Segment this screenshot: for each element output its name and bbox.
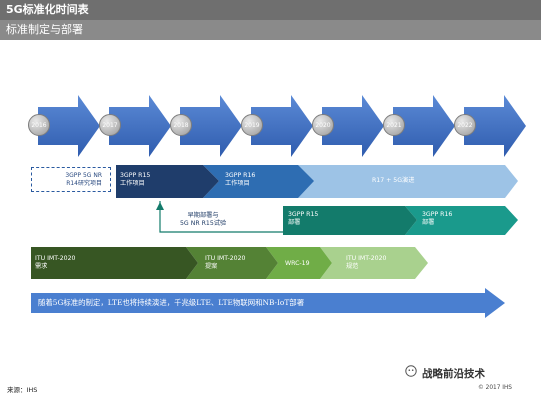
itu-proposal-bar <box>186 247 278 279</box>
bottom-note: 随着5G标准的制定，LTE也将持续演进，千兆级LTE、LTE物联网和NB-IoT… <box>38 298 305 307</box>
r16-work-line2: 工作项目 <box>225 180 250 187</box>
r17-label: R17 + 5G演进 <box>372 177 415 184</box>
source-note: 来源：IHS <box>7 386 38 394</box>
year-arrow-2019 <box>251 95 313 157</box>
page-title: 5G标准化时间表 <box>0 0 541 20</box>
itu-proposal-label: ITU IMT-2020 提案 <box>205 255 245 271</box>
itu-proposal-line1: ITU IMT-2020 <box>205 255 246 262</box>
itu-req-bar <box>31 247 198 279</box>
copyright: © 2017 IHS <box>478 385 512 391</box>
wrc-label: WRC-19 <box>285 260 310 267</box>
r15-deploy-line2: 部署 <box>288 219 301 226</box>
year-circle-2022: 2022 <box>454 114 476 136</box>
itu-spec-bar <box>320 247 428 279</box>
year-arrow-2021 <box>393 95 455 157</box>
r16-work-line1: 3GPP R16 <box>225 172 256 179</box>
r15-work-line1: 3GPP R15 <box>120 172 151 179</box>
year-circle-2019: 2019 <box>241 114 263 136</box>
year-arrow-2017 <box>109 95 171 157</box>
year-circle-2016: 2016 <box>28 114 50 136</box>
itu-spec-line1: ITU IMT-2020 <box>346 255 387 262</box>
bottom-arrow <box>31 288 505 318</box>
r15-deploy-bar <box>283 206 417 235</box>
r14-study-line2: R14研究项目 <box>66 180 102 187</box>
r14-study-line1: 3GPP 5G NR <box>65 172 102 179</box>
year-arrow-2016 <box>38 95 100 157</box>
wrc-bar <box>266 247 332 279</box>
year-arrow-2020 <box>322 95 384 157</box>
year-arrows <box>38 95 526 157</box>
wechat-icon <box>405 365 417 377</box>
r16-work-label: 3GPP R16 工作项目 <box>225 172 255 188</box>
r16-deploy-label: 3GPP R16 部署 <box>422 211 452 227</box>
year-circle-2017: 2017 <box>99 114 121 136</box>
r15-work-bar <box>116 165 219 198</box>
itu-req-line2: 需求 <box>35 263 48 270</box>
year-arrow-2018 <box>180 95 242 157</box>
itu-req-label: ITU IMT-2020 需求 <box>35 255 75 271</box>
year-arrow-2022 <box>464 95 526 157</box>
timeline-shapes <box>31 165 518 318</box>
year-circle-2020: 2020 <box>312 114 334 136</box>
r15-deploy-label: 3GPP R15 部署 <box>288 211 318 227</box>
r16-deploy-line2: 部署 <box>422 219 435 226</box>
itu-spec-line2: 规范 <box>346 263 359 270</box>
itu-proposal-line2: 提案 <box>205 263 218 270</box>
r14-study-box: 3GPP 5G NR R14研究项目 <box>31 167 111 192</box>
connector-arrowhead <box>156 202 164 210</box>
r15-deploy-line1: 3GPP R15 <box>288 211 319 218</box>
early-deploy-line2: 5G NR R15试验 <box>180 220 227 227</box>
r17-bar <box>290 165 518 198</box>
year-circle-2021: 2021 <box>383 114 405 136</box>
page-subtitle: 标准制定与部署 <box>0 20 541 40</box>
year-circle-2018: 2018 <box>170 114 192 136</box>
itu-req-line1: ITU IMT-2020 <box>35 255 76 262</box>
early-deploy-label: 早期部署与 5G NR R15试验 <box>180 212 226 228</box>
r15-work-label: 3GPP R15 工作项目 <box>120 172 150 188</box>
r16-deploy-line1: 3GPP R16 <box>422 211 453 218</box>
early-deploy-line1: 早期部署与 <box>187 212 219 219</box>
itu-spec-label: ITU IMT-2020 规范 <box>346 255 386 271</box>
r16-work-bar <box>203 165 314 198</box>
watermark-text: 战略前沿技术 <box>422 368 485 380</box>
early-deploy-connector <box>159 201 283 233</box>
r16-deploy-bar <box>405 206 518 235</box>
r15-work-line2: 工作项目 <box>120 180 145 187</box>
